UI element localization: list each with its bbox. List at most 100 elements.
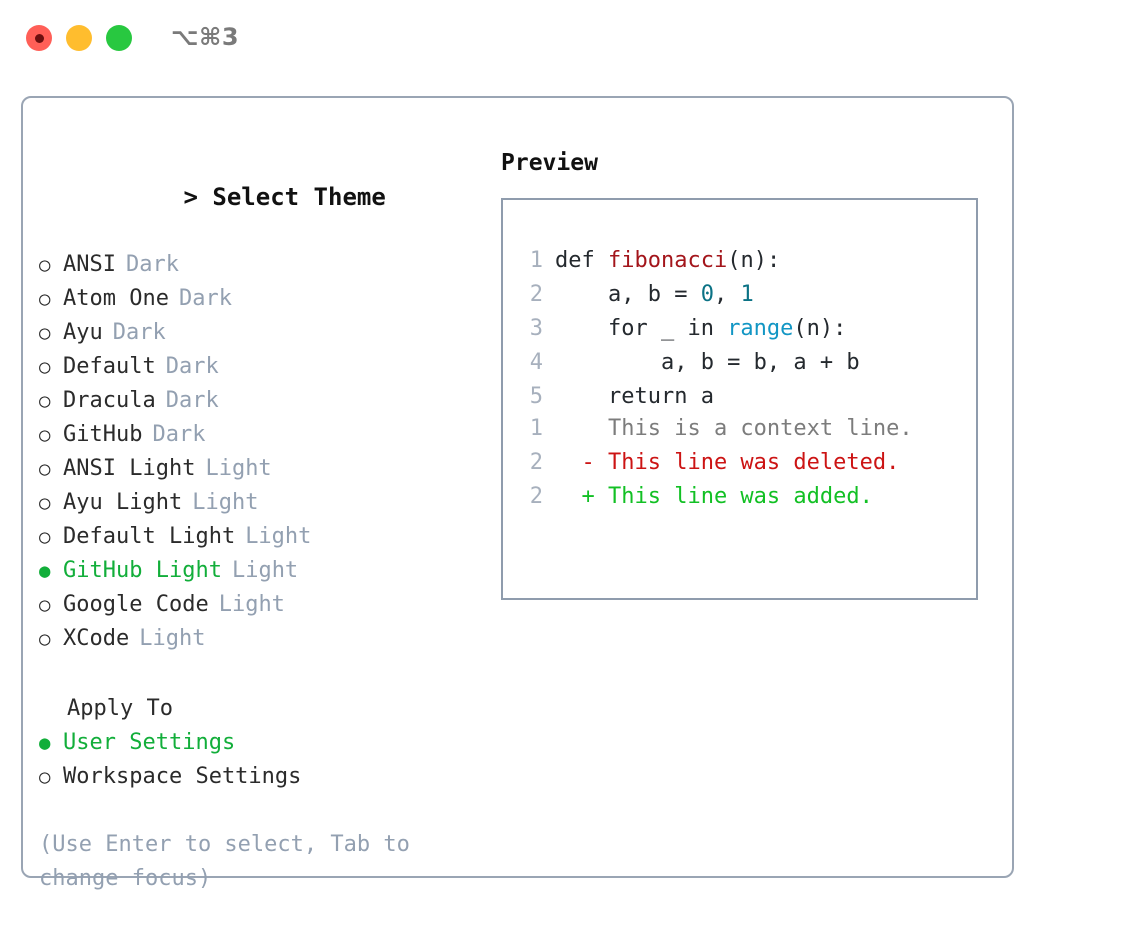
- radio-unselected-icon: ○: [39, 458, 51, 480]
- theme-option[interactable]: ○ Default Light Light: [39, 520, 489, 554]
- apply-to-option[interactable]: ● User Settings: [39, 726, 489, 760]
- maximize-button[interactable]: [106, 25, 132, 51]
- radio-unselected-icon: ○: [39, 628, 51, 650]
- code-line: 4 a, b = b, a + b: [517, 346, 860, 380]
- apply-to-option-label: User Settings: [63, 730, 236, 755]
- theme-option-tag: Dark: [165, 354, 219, 379]
- apply-to-list: ● User Settings ○ Workspace Settings: [39, 726, 489, 794]
- theme-option-tag: Dark: [165, 388, 219, 413]
- code-token: 1: [740, 282, 754, 307]
- theme-option-tag: Light: [205, 456, 272, 481]
- code-token: a, b = b, a + b: [555, 350, 860, 375]
- theme-option[interactable]: ○ Dracula Dark: [39, 384, 489, 418]
- keyboard-shortcut-label: ⌥⌘3: [171, 23, 240, 51]
- theme-option-label: GitHub Light: [63, 558, 222, 583]
- apply-to-heading: Apply To: [67, 696, 173, 721]
- theme-option-tag: Light: [139, 626, 206, 651]
- theme-option-label: Dracula: [63, 388, 156, 413]
- radio-selected-icon: ●: [39, 732, 51, 754]
- code-token: 0: [700, 282, 714, 307]
- keyboard-hint: (Use Enter to select, Tab to change focu…: [39, 832, 424, 891]
- apply-to-option-label: Workspace Settings: [63, 764, 302, 789]
- theme-option-label: Default Light: [63, 524, 236, 549]
- theme-option-label: Ayu: [63, 320, 103, 345]
- theme-option-tag: Light: [245, 524, 312, 549]
- radio-unselected-icon: ○: [39, 766, 51, 788]
- theme-option-tag: Light: [231, 558, 299, 583]
- theme-option-label: XCode: [63, 626, 130, 651]
- radio-unselected-icon: ○: [39, 526, 51, 548]
- theme-option-tag: Dark: [152, 422, 206, 447]
- window-controls: [26, 25, 132, 51]
- theme-option-label: GitHub: [63, 422, 143, 447]
- select-theme-heading: > Select Theme: [39, 146, 489, 248]
- radio-unselected-icon: ○: [39, 288, 51, 310]
- radio-unselected-icon: ○: [39, 492, 51, 514]
- radio-unselected-icon: ○: [39, 356, 51, 378]
- theme-option[interactable]: ○ Atom One Dark: [39, 282, 489, 316]
- theme-option-label: Atom One: [63, 286, 169, 311]
- diff-text: - This line was deleted.: [555, 450, 900, 475]
- line-number: 2: [529, 450, 543, 475]
- title-bar: ⌥⌘3: [0, 0, 1140, 78]
- code-token: for _ in: [555, 316, 728, 341]
- diff-line: 1 This is a context line.: [517, 412, 913, 446]
- diff-line: 2 - This line was deleted.: [517, 446, 913, 480]
- code-line: 3 for _ in range(n):: [517, 312, 860, 346]
- line-number: 2: [529, 282, 543, 307]
- theme-option-label: ANSI Light: [63, 456, 196, 481]
- code-line: 5 return a: [517, 380, 860, 414]
- theme-option[interactable]: ○ ANSI Light Light: [39, 452, 489, 486]
- code-line: 1 def fibonacci(n):: [517, 244, 860, 278]
- minimize-button[interactable]: [66, 25, 92, 51]
- radio-unselected-icon: ○: [39, 390, 51, 412]
- theme-option[interactable]: ○ Default Dark: [39, 350, 489, 384]
- radio-unselected-icon: ○: [39, 322, 51, 344]
- theme-option[interactable]: ○ GitHub Dark: [39, 418, 489, 452]
- line-number: 4: [529, 350, 543, 375]
- theme-option-tag: Light: [192, 490, 259, 515]
- radio-unselected-icon: ○: [39, 594, 51, 616]
- theme-option-label: ANSI: [63, 252, 116, 277]
- theme-option-tag: Light: [218, 592, 285, 617]
- code-token: fibonacci: [607, 248, 728, 273]
- radio-selected-icon: ●: [39, 560, 51, 582]
- apply-to-option[interactable]: ○ Workspace Settings: [39, 760, 489, 794]
- line-number: 1: [529, 416, 543, 441]
- line-number: 3: [529, 316, 543, 341]
- code-token: range: [727, 316, 794, 341]
- close-button[interactable]: [26, 25, 52, 51]
- theme-option[interactable]: ○ Ayu Light Light: [39, 486, 489, 520]
- line-number: 2: [529, 484, 543, 509]
- theme-option-tag: Dark: [178, 286, 232, 311]
- radio-unselected-icon: ○: [39, 424, 51, 446]
- diff-text: + This line was added.: [555, 484, 873, 509]
- code-token: def: [555, 248, 608, 273]
- theme-option-label: Ayu Light: [63, 490, 183, 515]
- line-number: 5: [529, 384, 543, 409]
- theme-option-tag: Dark: [125, 252, 179, 277]
- line-number: 1: [529, 248, 543, 273]
- section-spacer: [39, 656, 489, 692]
- code-token: (n):: [727, 248, 781, 273]
- code-line: 2 a, b = 0, 1: [517, 278, 860, 312]
- theme-option[interactable]: ○ Ayu Dark: [39, 316, 489, 350]
- diff-line: 2 + This line was added.: [517, 480, 913, 514]
- code-token: return a: [555, 384, 714, 409]
- theme-option[interactable]: ○ XCode Light: [39, 622, 489, 656]
- diff-text: This is a context line.: [555, 416, 913, 441]
- select-theme-title: Select Theme: [212, 183, 386, 211]
- theme-option[interactable]: ● GitHub Light Light: [39, 554, 489, 588]
- diff-sample: 1 This is a context line.2 - This line w…: [517, 412, 913, 514]
- preview-heading: Preview: [501, 150, 598, 176]
- theme-option-tag: Dark: [112, 320, 166, 345]
- theme-option-label: Default: [63, 354, 156, 379]
